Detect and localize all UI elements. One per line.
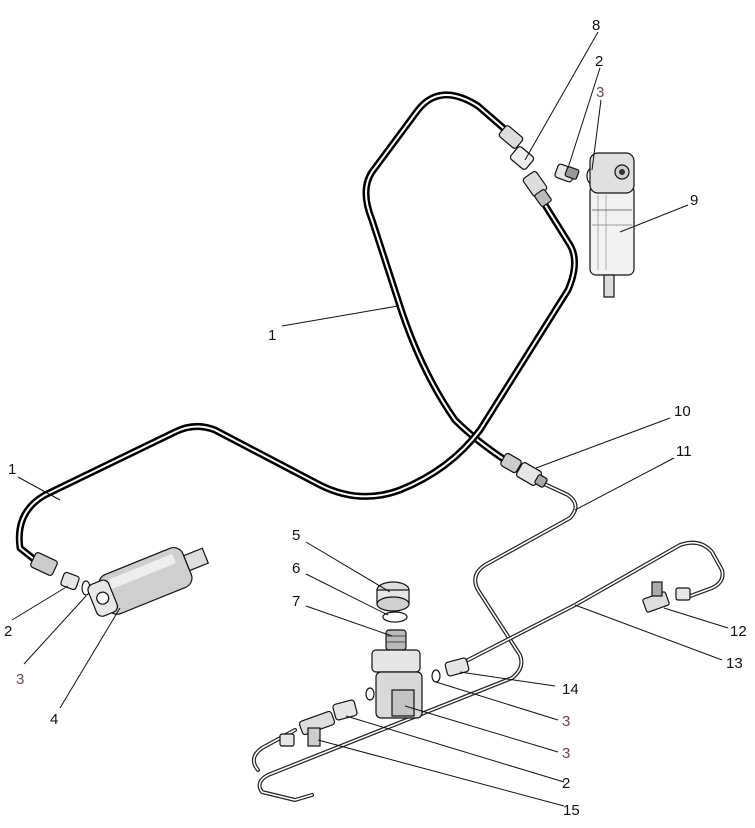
callout-8: 8: [592, 17, 600, 34]
washer-3-low: [365, 687, 375, 701]
callout-2-bottom: 2: [562, 775, 570, 792]
tee-15: [279, 710, 336, 747]
filter-9: [589, 152, 635, 298]
callout-14: 14: [562, 681, 579, 698]
union-2-left: [60, 571, 80, 591]
callout-1-left: 1: [8, 461, 16, 478]
callout-5: 5: [292, 527, 300, 544]
callout-2-left: 2: [4, 623, 12, 640]
seal-6: [382, 611, 408, 623]
callout-11: 11: [676, 443, 692, 460]
cap-5: [376, 581, 410, 612]
callout-labels: 8 2 3 9 1 1 10 11 5 6 7 2 3 4 12 13 14 3…: [4, 17, 747, 819]
cylinder-4: [87, 547, 210, 617]
callout-2-top: 2: [595, 53, 603, 70]
callout-3-mid: 3: [562, 713, 570, 730]
fitting-8: [498, 125, 552, 207]
callout-3-top: 3: [596, 84, 604, 101]
pipe-11: [257, 480, 578, 802]
union-2-top: [554, 163, 580, 183]
callout-13: 13: [726, 655, 743, 672]
callout-1-upper: 1: [268, 327, 276, 344]
hose-upper: [15, 91, 578, 564]
callout-10: 10: [674, 403, 691, 420]
callout-4: 4: [50, 711, 58, 728]
callout-9: 9: [690, 192, 698, 209]
callout-7: 7: [292, 593, 300, 610]
fitting-14: [444, 657, 470, 677]
callout-3-low: 3: [562, 745, 570, 762]
callout-3-left: 3: [16, 671, 24, 688]
union-2-bottom: [332, 699, 358, 721]
spring-7: [385, 629, 407, 651]
washer-3-mid: [431, 669, 441, 683]
tee-12: [642, 581, 691, 613]
hose-end-left: [30, 552, 58, 576]
leader-lines: [11, 31, 729, 807]
callout-15: 15: [563, 802, 580, 819]
pipe-13: [251, 540, 725, 772]
callout-6: 6: [292, 560, 300, 577]
valve-body: [371, 649, 423, 719]
fitting-10: [500, 452, 548, 488]
callout-12: 12: [730, 623, 747, 640]
